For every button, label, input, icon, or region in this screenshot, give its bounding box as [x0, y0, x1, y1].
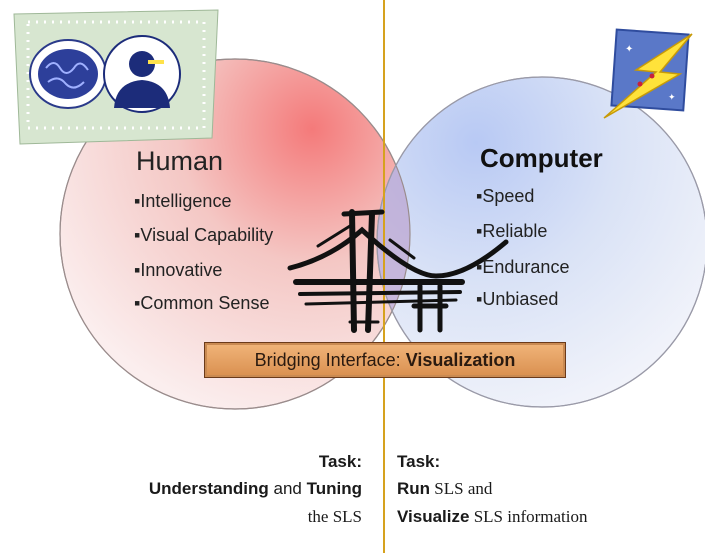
- human-item-intelligence: ▪Intelligence: [134, 191, 232, 211]
- computer-item-endurance: ▪Endurance: [476, 257, 570, 277]
- computer-item-reliable: ▪Reliable: [476, 221, 548, 241]
- computer-badge: ✦ ✦: [603, 28, 693, 119]
- svg-text:✦: ✦: [668, 93, 676, 103]
- computer-item-speed: ▪Speed: [476, 186, 535, 206]
- task-human-heading: Task:: [318, 452, 362, 471]
- lightning-icon: [603, 33, 693, 119]
- brain-icon: [29, 39, 107, 109]
- person-icon: [103, 35, 181, 113]
- human-title: Human: [136, 146, 224, 176]
- task-computer-line1: Run SLS and: [397, 479, 493, 498]
- computer-item-unbiased: ▪Unbiased: [476, 289, 559, 309]
- task-human-line2: the SLS: [307, 507, 362, 526]
- computer-title: Computer: [480, 143, 603, 173]
- task-computer-heading: Task:: [397, 452, 441, 471]
- bridge-emphasis: Visualization: [405, 349, 516, 370]
- human-item-visual-capability: ▪Visual Capability: [134, 225, 274, 245]
- bridge-icon: [287, 209, 509, 333]
- human-item-common-sense: ▪Common Sense: [134, 293, 270, 313]
- task-computer-line2: Visualize SLS information: [397, 507, 588, 526]
- bridge-prefix: Bridging Interface:: [254, 349, 401, 370]
- human-badge: [13, 9, 219, 145]
- bridging-interface-label: Bridging Interface: Visualization: [204, 342, 566, 378]
- human-item-innovative: ▪Innovative: [134, 260, 223, 280]
- task-human-line1: Understanding and Tuning: [148, 479, 362, 498]
- svg-text:✦: ✦: [625, 44, 633, 55]
